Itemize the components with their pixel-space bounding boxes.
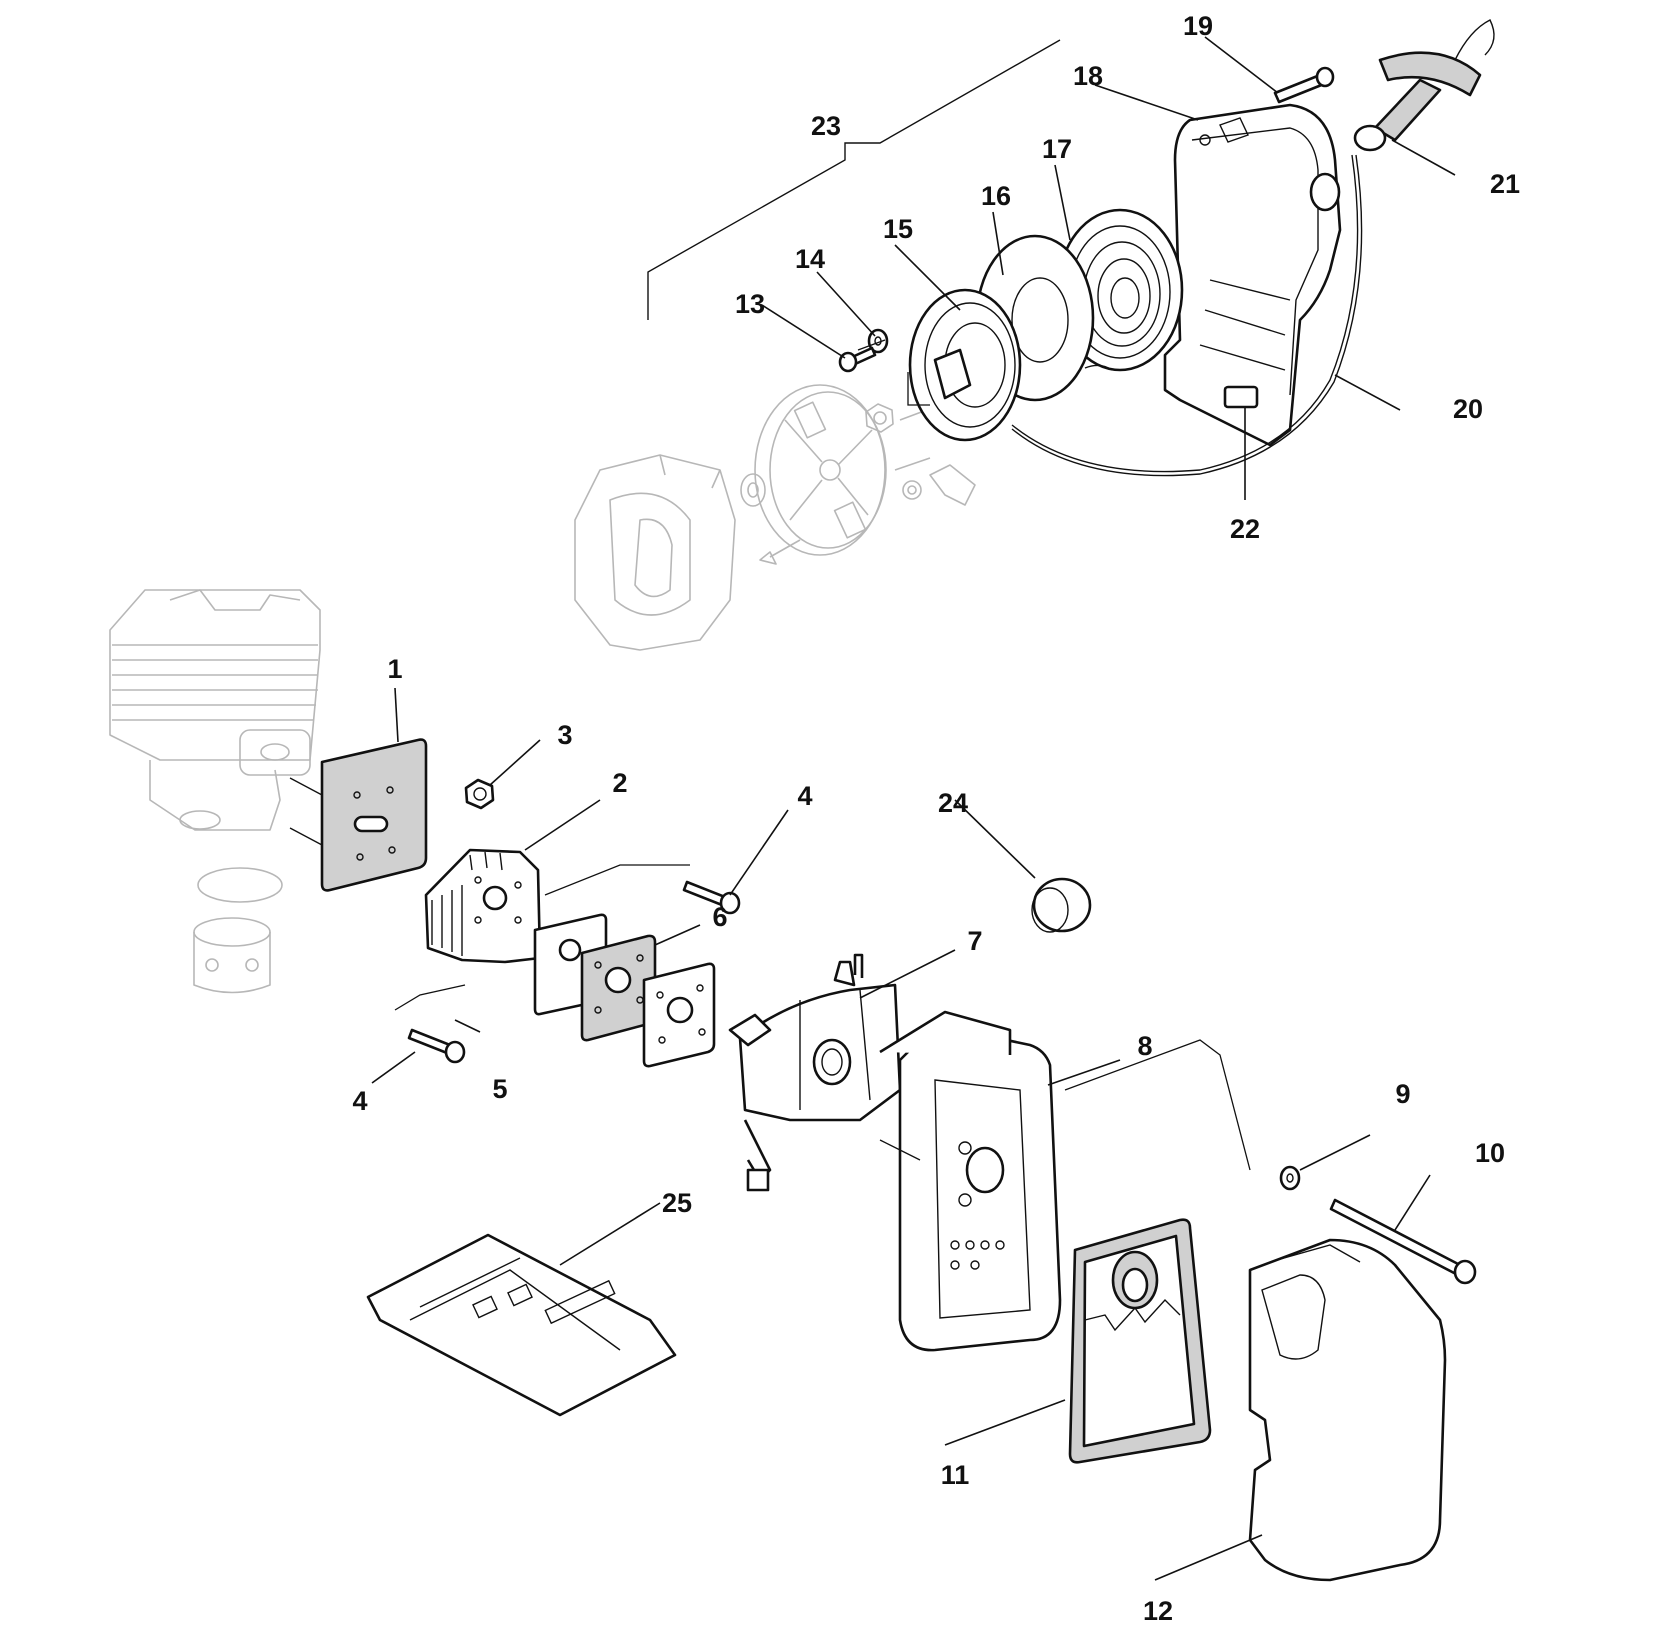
callout-20: 20 [1453,394,1483,424]
bolt-10 [1329,1198,1477,1285]
callout-23: 23 [811,111,841,141]
screw-4-upper [682,880,741,915]
callout-7: 7 [967,926,982,956]
primer-bulb-24 [1031,877,1092,933]
callout-13: 13 [735,289,765,319]
callout-8: 8 [1137,1031,1152,1061]
screw-19 [1273,66,1335,104]
intake-manifold-2 [424,848,542,964]
callout-9: 9 [1395,1079,1410,1109]
starter-dash-lines [857,339,930,406]
callout-16: 16 [981,181,1011,211]
callout-25: 25 [662,1188,692,1218]
callout-5: 5 [492,1074,507,1104]
pawl-spring-ghost [902,464,976,506]
callout-15: 15 [883,214,913,244]
nut-3 [464,778,495,810]
callout-labels: 1 2 3 4 4 5 6 7 8 9 10 11 12 13 14 15 16… [352,11,1520,1626]
engine-cylinder-ghost [109,589,321,831]
fan-housing-ghost [574,454,736,651]
pulley-15 [908,288,1022,442]
piston-ghost [193,917,271,994]
callout-11: 11 [941,1460,970,1490]
air-filter-base-8 [879,1010,1062,1352]
callout-4-lower: 4 [352,1086,367,1116]
screw-4-lower [407,1028,466,1064]
callout-17: 17 [1042,134,1072,164]
washer-9 [1279,1165,1301,1191]
gasket-1 [320,738,428,892]
rope-guide-22 [1223,385,1259,409]
starter-handle-21 [1353,19,1495,152]
carburetor-7 [728,953,902,1192]
starter-housing [1163,103,1342,447]
callout-4-upper: 4 [797,781,812,811]
callout-2: 2 [612,768,627,798]
filter-dash-lines [879,1039,1251,1171]
piston-ring-ghost [197,867,283,903]
callout-24: 24 [938,788,968,818]
screw-13 [838,346,877,373]
callout-10: 10 [1475,1138,1505,1168]
callout-19: 19 [1183,11,1213,41]
callout-22: 22 [1230,514,1260,544]
callout-21: 21 [1490,169,1520,199]
air-filter-cover-12 [1248,1238,1447,1582]
callout-14: 14 [795,244,825,274]
flywheel-ghost [754,384,887,556]
callout-6: 6 [712,902,727,932]
callout-18: 18 [1073,61,1103,91]
callout-12: 12 [1143,1596,1173,1626]
washer-ghost [740,473,766,507]
screw-ghost [759,539,801,565]
insulator-6 [580,934,657,1042]
callout-1: 1 [387,654,402,684]
bracket-23 [647,39,1061,320]
callout-3: 3 [557,720,572,750]
nut-ghost [865,403,894,433]
gasket-5-right [642,962,716,1068]
manual-envelope-25 [366,1233,677,1417]
air-filter-element-11 [1068,1218,1212,1464]
leader-lines [371,36,1456,1581]
intake-dash-lines [289,777,690,1011]
starter-rope-20 [1011,154,1363,477]
